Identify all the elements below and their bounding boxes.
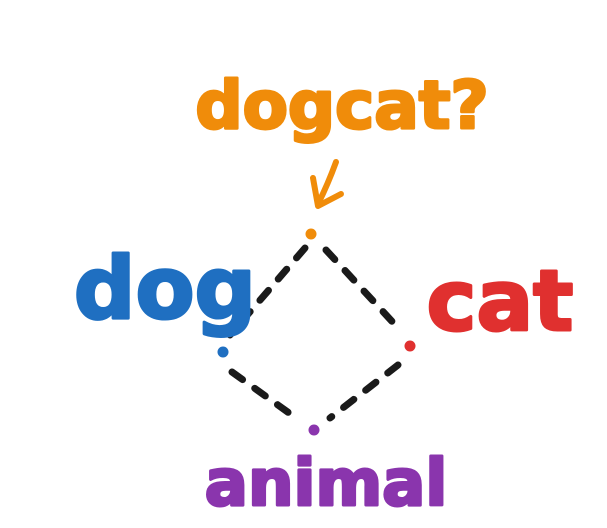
edge-dog-to-animal bbox=[228, 368, 300, 422]
animal-label: animal bbox=[205, 447, 448, 521]
node-dots-group bbox=[217, 228, 416, 436]
dog-node-dot bbox=[217, 346, 229, 358]
edge-cat-to-animal bbox=[326, 361, 402, 422]
arrow-down-left-icon bbox=[310, 159, 344, 209]
dogcat-node-dot bbox=[305, 228, 317, 240]
cat-label: cat bbox=[427, 252, 574, 350]
edges-group bbox=[226, 244, 404, 422]
edge-dogcat-to-cat bbox=[322, 246, 404, 334]
edge-dogcat-to-dog bbox=[226, 244, 309, 339]
animal-node-dot bbox=[308, 424, 320, 436]
cat-node-dot bbox=[404, 340, 416, 352]
dogcat-label: dogcat? bbox=[195, 67, 488, 144]
dog-label: dog bbox=[74, 239, 256, 339]
